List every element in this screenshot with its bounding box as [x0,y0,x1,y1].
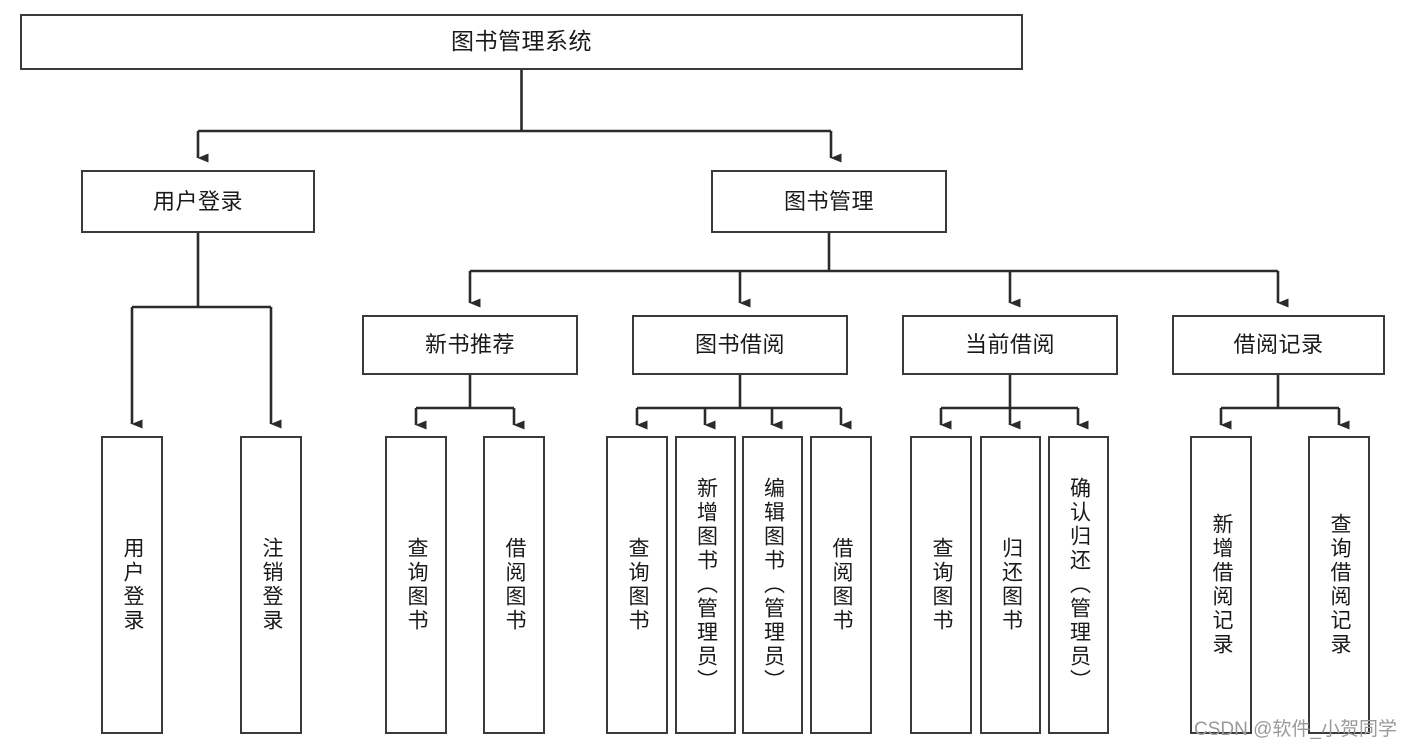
leaf-borrow-record-query-record[interactable]: 查询借阅记录 [1308,436,1370,734]
node-book-management[interactable]: 图书管理 [711,170,947,233]
leaf-user-login-login[interactable]: 用户登录 [101,436,163,734]
node-label: 查询借阅记录 [1328,513,1352,657]
node-label: 借阅图书 [503,537,527,633]
node-label: 新增借阅记录 [1210,513,1234,657]
leaf-new-book-borrow-book[interactable]: 借阅图书 [483,436,545,734]
node-new-book-recommend[interactable]: 新书推荐 [362,315,578,375]
leaf-current-borrow-return-book[interactable]: 归还图书 [980,436,1041,734]
node-label: 图书管理系统 [451,28,592,55]
node-book-borrow[interactable]: 图书借阅 [632,315,848,375]
node-label: 查询图书 [930,537,954,633]
node-root-book-management-system[interactable]: 图书管理系统 [20,14,1023,70]
node-user-login[interactable]: 用户登录 [81,170,315,233]
leaf-user-login-logout[interactable]: 注销登录 [240,436,302,734]
node-label: 用户登录 [152,188,243,214]
node-label: 借阅记录 [1233,332,1324,358]
leaf-borrow-record-add-record[interactable]: 新增借阅记录 [1190,436,1252,734]
node-label: 用户登录 [121,537,145,633]
node-borrow-record[interactable]: 借阅记录 [1172,315,1385,375]
node-label: 注销登录 [260,537,284,633]
node-label: 图书借阅 [694,332,785,358]
node-label: 新书推荐 [424,332,515,358]
leaf-current-borrow-confirm-return-admin[interactable]: 确认归还（管理员） [1048,436,1109,734]
node-label: 借阅图书 [830,537,854,633]
leaf-current-borrow-query-book[interactable]: 查询图书 [910,436,972,734]
leaf-new-book-query-book[interactable]: 查询图书 [385,436,447,734]
node-current-borrow[interactable]: 当前借阅 [902,315,1118,375]
watermark-text: CSDN @软件_小贺同学 [1194,719,1397,740]
node-label: 查询图书 [626,537,650,633]
node-label: 归还图书 [999,537,1023,633]
node-label: 新增图书（管理员） [694,477,718,693]
leaf-book-borrow-edit-book-admin[interactable]: 编辑图书（管理员） [742,436,803,734]
node-label: 确认归还（管理员） [1067,477,1091,693]
node-label: 当前借阅 [964,332,1055,358]
leaf-book-borrow-add-book-admin[interactable]: 新增图书（管理员） [675,436,736,734]
node-label: 图书管理 [783,188,874,214]
node-label: 查询图书 [405,537,429,633]
leaf-book-borrow-borrow-book[interactable]: 借阅图书 [810,436,872,734]
node-label: 编辑图书（管理员） [761,477,785,693]
leaf-book-borrow-query-book[interactable]: 查询图书 [606,436,668,734]
